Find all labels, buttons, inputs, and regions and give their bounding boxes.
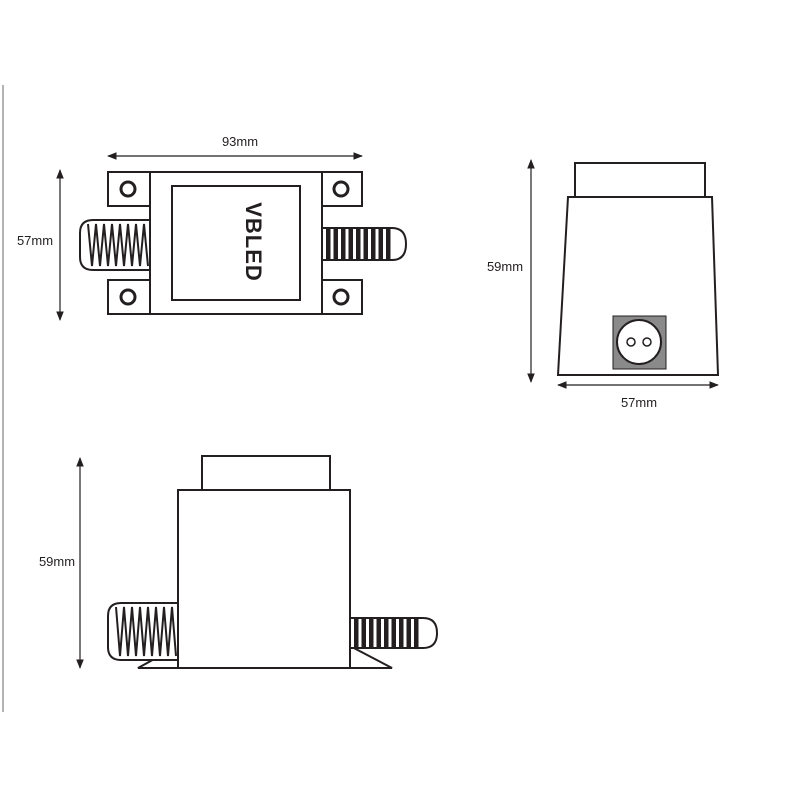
housing-body [556, 196, 720, 376]
cable-sleeve [349, 617, 439, 649]
brand-logo: VBLED [241, 202, 266, 282]
mounting-tab-bottom-left [107, 279, 151, 315]
housing-cap [574, 162, 706, 198]
mounting-tab-top-left [107, 171, 151, 207]
mounting-tab-top-right [321, 171, 363, 207]
socket-connector [612, 315, 667, 370]
width-dimension-label: 57mm [621, 395, 657, 410]
mounting-hole-icon [119, 288, 137, 306]
front-view: 59mm [39, 455, 439, 669]
cable-sleeve [321, 227, 408, 261]
height-dimension-label: 59mm [39, 554, 75, 569]
height-dimension-label: 59mm [487, 259, 523, 274]
mounting-hole-icon [332, 288, 350, 306]
housing-body [177, 489, 351, 669]
threaded-cable-gland [79, 219, 151, 271]
mounting-hole-icon [119, 180, 137, 198]
housing-cap [201, 455, 331, 491]
top-view: 93mm 57mm [17, 134, 408, 321]
mounting-tab-bottom-right [321, 279, 363, 315]
socket-pin-icon [626, 337, 636, 347]
width-dimension-label: 93mm [222, 134, 258, 149]
side-view: 59mm 57mm [487, 159, 720, 410]
housing-lid-panel [171, 185, 301, 301]
height-dimension-label: 57mm [17, 233, 53, 248]
mounting-hole-icon [332, 180, 350, 198]
threaded-cable-gland [107, 602, 179, 661]
socket-pin-icon [642, 337, 652, 347]
